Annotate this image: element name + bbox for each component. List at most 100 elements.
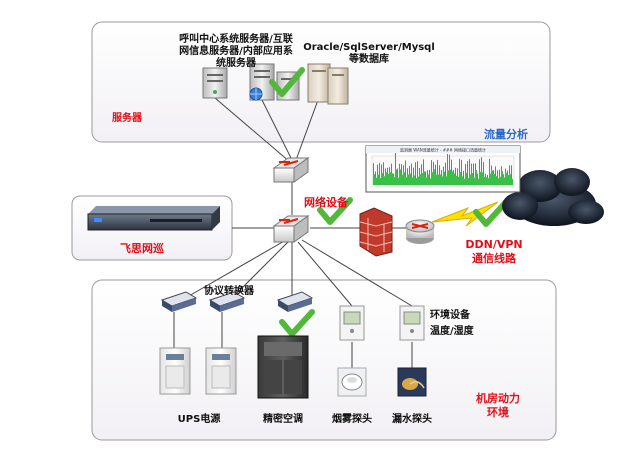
traffic-bar-in bbox=[411, 177, 413, 185]
cloud-icon bbox=[502, 168, 604, 226]
traffic-bar-in bbox=[383, 176, 385, 185]
traffic-chart-title: 监测器 WAN流量统计 - ### 网络接口流量统计 bbox=[400, 147, 486, 153]
traffic-bar-in bbox=[473, 177, 475, 185]
traffic-bar-out bbox=[459, 158, 460, 173]
traffic-bar-in bbox=[509, 174, 511, 185]
traffic-bar-in bbox=[431, 172, 433, 185]
traffic-bar-out bbox=[461, 159, 462, 177]
traffic-bar-out bbox=[465, 164, 466, 174]
traffic-chart: 监测器 WAN流量统计 - ### 网络接口流量统计 bbox=[365, 145, 521, 193]
traffic-bar-in bbox=[461, 176, 463, 185]
traffic-bar-out bbox=[447, 153, 448, 171]
traffic-bar-out bbox=[483, 162, 484, 177]
smoke-detector-icon bbox=[337, 367, 367, 397]
check-icon bbox=[269, 67, 305, 97]
traffic-bar-out bbox=[499, 169, 500, 177]
env-device-label: 环境设备 bbox=[430, 308, 471, 321]
machine-room-label-line2: 环境 bbox=[487, 405, 509, 419]
traffic-bar-out bbox=[381, 164, 382, 174]
traffic-bar-out bbox=[425, 171, 426, 178]
protocol-converter-icon bbox=[276, 291, 314, 312]
traffic-bar-out bbox=[479, 159, 480, 172]
env-sensor-icon bbox=[399, 305, 425, 341]
traffic-bar-out bbox=[481, 157, 482, 173]
traffic-bar-in bbox=[479, 171, 481, 185]
traffic-bar-out bbox=[475, 163, 476, 170]
traffic-bar-in bbox=[501, 171, 503, 185]
traffic-bar-out bbox=[477, 173, 478, 179]
traffic-bar-out bbox=[415, 162, 416, 179]
traffic-bar-out bbox=[437, 159, 438, 175]
monitor-zone-label: 飞思网巡 bbox=[120, 241, 164, 255]
lightning-icon bbox=[431, 201, 499, 227]
core-switch-icon bbox=[272, 157, 310, 183]
db-desc-line2: 等数据库 bbox=[349, 52, 389, 65]
access-switch-icon bbox=[272, 215, 310, 243]
traffic-bar-in bbox=[503, 177, 505, 185]
traffic-bar-out bbox=[449, 154, 450, 170]
traffic-bar-in bbox=[439, 174, 441, 185]
traffic-bar-in bbox=[403, 172, 405, 185]
traffic-bar-in bbox=[405, 177, 407, 185]
ac-label: 精密空调 bbox=[263, 412, 303, 425]
traffic-bar-out bbox=[421, 164, 422, 173]
traffic-bar-out bbox=[473, 163, 474, 178]
traffic-bar-out bbox=[511, 165, 512, 179]
traffic-bar-in bbox=[381, 173, 383, 185]
traffic-bar-in bbox=[477, 178, 479, 185]
traffic-bar-out bbox=[471, 163, 472, 174]
traffic-bar-out bbox=[505, 168, 506, 173]
traffic-analysis-label: 流量分析 bbox=[484, 127, 528, 141]
traffic-bar-in bbox=[449, 169, 451, 185]
database-server-icon bbox=[307, 63, 349, 105]
traffic-bar-in bbox=[471, 173, 473, 185]
traffic-bar-in bbox=[511, 178, 513, 185]
traffic-bar-in bbox=[499, 176, 501, 185]
check-icon bbox=[317, 197, 353, 225]
traffic-bar-in bbox=[377, 174, 379, 185]
traffic-bar-in bbox=[489, 173, 491, 185]
traffic-bar-out bbox=[387, 167, 388, 174]
traffic-bar-in bbox=[409, 173, 411, 185]
traffic-bar-out bbox=[441, 170, 442, 177]
traffic-bar-out bbox=[397, 168, 398, 178]
connection-lines bbox=[173, 97, 413, 368]
server-icon bbox=[202, 67, 228, 99]
traffic-bar-in bbox=[455, 175, 457, 185]
traffic-bar-out bbox=[509, 165, 510, 175]
traffic-bar-in bbox=[397, 177, 399, 185]
traffic-bar-in bbox=[495, 176, 497, 185]
traffic-bar-in bbox=[415, 178, 417, 185]
network-device-label: 网络设备 bbox=[304, 195, 349, 209]
traffic-bar-out bbox=[393, 173, 394, 178]
traffic-bar-in bbox=[429, 178, 431, 185]
traffic-bar-out bbox=[491, 165, 492, 171]
server-desc-line1: 呼叫中心系统服务器/互联 bbox=[179, 32, 293, 45]
traffic-bar-out bbox=[375, 171, 376, 178]
traffic-bar-in bbox=[437, 174, 439, 185]
traffic-bar-in bbox=[493, 174, 495, 185]
traffic-bar-in bbox=[401, 174, 403, 185]
traffic-bar-in bbox=[399, 169, 401, 185]
wan-label-line1: DDN/VPN bbox=[465, 238, 522, 251]
traffic-bar-out bbox=[399, 163, 400, 170]
traffic-bar-out bbox=[373, 163, 374, 175]
traffic-bar-out bbox=[433, 161, 434, 170]
traffic-bar-in bbox=[491, 170, 493, 185]
traffic-bar-out bbox=[497, 170, 498, 179]
traffic-bar-out bbox=[485, 173, 486, 178]
smoke-label: 烟雾探头 bbox=[332, 412, 372, 425]
env-sensor-icon bbox=[339, 305, 365, 341]
traffic-bar-out bbox=[503, 174, 504, 178]
traffic-bar-out bbox=[443, 166, 444, 172]
traffic-bar-out bbox=[401, 164, 402, 175]
monitor-appliance-icon bbox=[87, 206, 220, 231]
traffic-bar-out bbox=[403, 165, 404, 173]
traffic-bar-in bbox=[465, 173, 467, 185]
traffic-bar-out bbox=[407, 168, 408, 175]
ups-label: UPS电源 bbox=[178, 412, 221, 425]
traffic-bar-out bbox=[451, 159, 452, 172]
traffic-bar-out bbox=[489, 159, 490, 174]
